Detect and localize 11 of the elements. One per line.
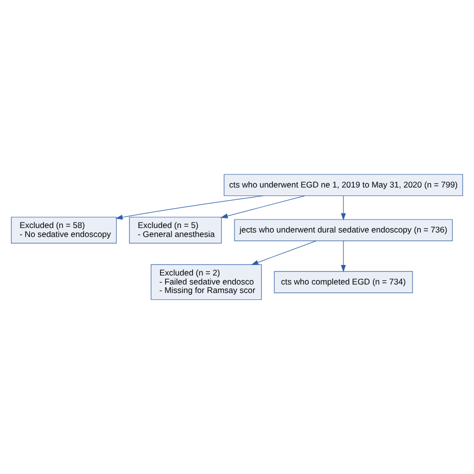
node-box: Excluded (n = 5) - General anesthesia (129, 216, 222, 244)
arrow (220, 195, 305, 218)
node-box: cts who underwent EGD ne 1, 2019 to May 31, 2020 (n = 799) (224, 174, 464, 196)
node-box: jects who underwent dural sedative endoscopy (n = 736) (234, 219, 453, 242)
arrow (251, 240, 316, 265)
arrow (116, 195, 264, 220)
arrow (340, 240, 346, 272)
node-box: cts who completed EGD (n = 734) (274, 271, 413, 294)
node-box: Excluded (n = 2) - Failed sedative endosco - Missing for Ramsay scor (150, 264, 262, 300)
node-box: Excluded (n = 58) - No sedative endoscopy (10, 216, 117, 244)
arrow (340, 196, 346, 220)
